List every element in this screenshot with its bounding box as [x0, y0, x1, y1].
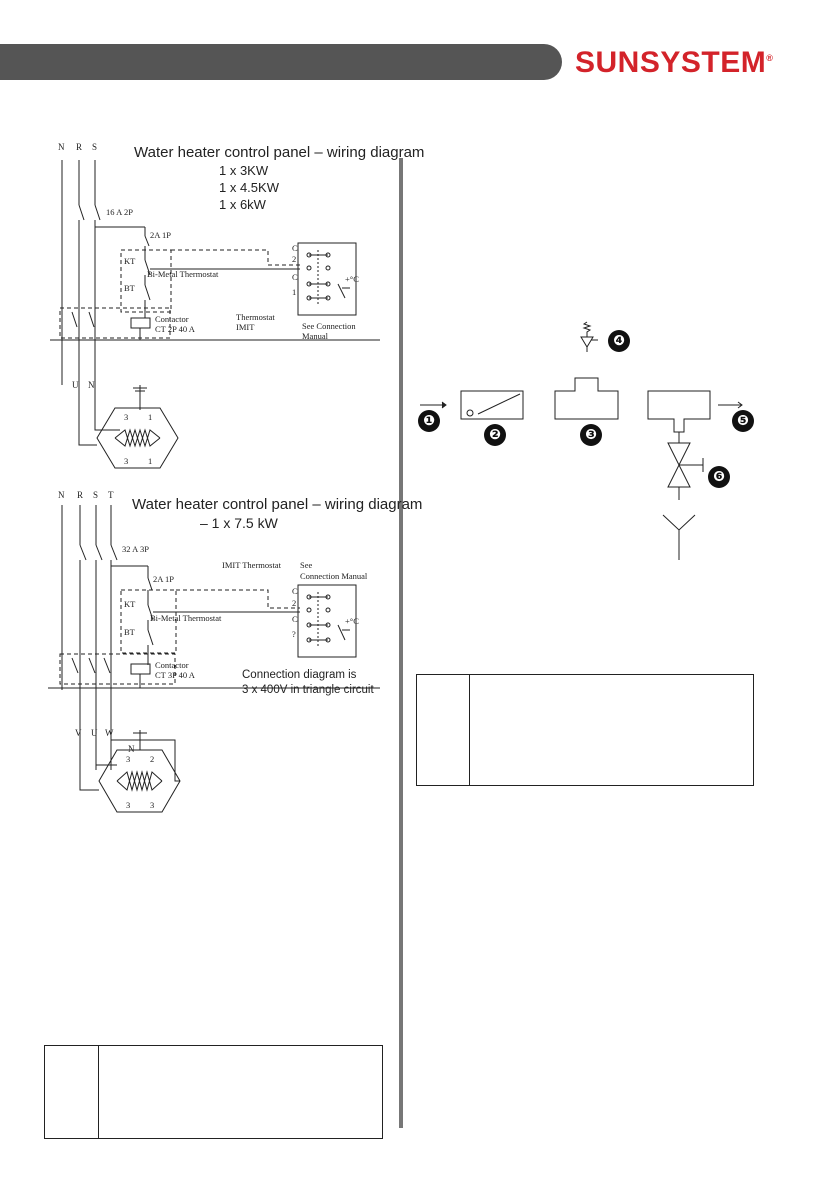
d1-temp-label: +°C — [345, 274, 359, 284]
valve-top — [667, 442, 691, 467]
d2-terminal-s: S — [93, 490, 98, 500]
badge-2: ❷ — [484, 424, 506, 446]
d2-element-pin-2: 2 — [150, 754, 154, 764]
d2-contactor-label-1: Contactor — [155, 660, 189, 670]
diagram1-title: Water heater control panel – wiring diag… — [134, 144, 425, 161]
d1-heating-element — [96, 407, 179, 469]
d1-thermostat-label-2: IMIT — [236, 322, 255, 332]
d1-bt-contact — [144, 284, 151, 301]
d1-output-n: N — [88, 380, 95, 390]
d2-see-label-1: See — [300, 560, 313, 570]
d2-temp-label: +°C — [345, 616, 359, 626]
diagram2-note-2: 3 x 400V in triangle circuit — [242, 684, 374, 696]
d1-bimetal-label: Bi-Metal Thermostat — [147, 269, 219, 279]
d1-terminal-n: N — [58, 142, 65, 152]
d1-terminal-r: R — [76, 142, 82, 152]
d2-bt-label: BT — [124, 627, 136, 637]
d2-element-pin-3: 3 — [126, 800, 130, 810]
d2-pin-1: C — [292, 586, 298, 596]
diagram2-rating: – 1 x 7.5 kW — [200, 515, 278, 531]
brand-logo: SUNSYSTEM® — [575, 46, 773, 80]
d1-thermostat-box — [297, 242, 357, 316]
d1-fuse-switch — [144, 235, 150, 247]
d2-pin-2: 2 — [292, 598, 296, 608]
note-box-right-column — [417, 675, 470, 785]
d2-breaker-label: 32 A 3P — [122, 544, 149, 554]
pipe-component-2 — [460, 390, 524, 420]
d2-output-u: U — [91, 728, 98, 738]
registered-mark: ® — [766, 53, 774, 63]
d1-output-u: U — [72, 380, 79, 390]
d1-terminal-s: S — [92, 142, 97, 152]
d1-fuse-label: 2A 1P — [150, 230, 171, 240]
d2-thermostat-box — [297, 584, 357, 658]
d1-pin-4: 1 — [292, 287, 296, 297]
badge-3: ❸ — [580, 424, 602, 446]
badge-4: ❹ — [608, 330, 630, 352]
d1-contactor-label-1: Contactor — [155, 314, 189, 324]
d2-element-pin-4: 3 — [150, 800, 154, 810]
d1-breaker-label: 16 A 2P — [106, 207, 133, 217]
pipe-component-3 — [554, 377, 619, 420]
d2-neutral-label: N — [128, 744, 135, 754]
d2-terminal-r: R — [77, 490, 83, 500]
d1-pin-2: 2 — [292, 254, 296, 264]
d2-output-v: V — [75, 728, 82, 738]
badge-1: ❶ — [418, 410, 440, 432]
note-box-left-column — [45, 1046, 99, 1138]
valve-bottom — [667, 463, 691, 488]
d1-see-label-1: See Connection — [302, 321, 356, 331]
column-divider — [399, 158, 403, 1128]
d2-see-label-2: Connection Manual — [300, 571, 368, 581]
d2-pin-3: C — [292, 614, 298, 624]
d1-bt-label: BT — [124, 283, 136, 293]
d2-terminal-n: N — [58, 490, 65, 500]
d2-fuse-label: 2A 1P — [153, 574, 174, 584]
d1-breaker-s — [94, 204, 101, 221]
d1-element-pin-3: 3 — [124, 456, 128, 466]
d2-terminal-t: T — [108, 490, 114, 500]
brand-name: SUNSYSTEM — [575, 46, 767, 79]
d1-element-pin-2: 1 — [148, 412, 152, 422]
d2-contactor-label-2: CT 3P 40 A — [155, 670, 196, 680]
d2-output-w: W — [105, 728, 114, 738]
d1-element-pin-4: 1 — [148, 456, 152, 466]
d1-pin-1: C — [292, 243, 298, 253]
d2-imit-label: IMIT Thermostat — [222, 560, 282, 570]
badge-5: ❺ — [732, 410, 754, 432]
d2-kt-label: KT — [124, 599, 136, 609]
diagram1-rating-3: 1 x 6kW — [219, 197, 266, 212]
d1-contactor-label-2: CT 2P 40 A — [155, 324, 196, 334]
diagram1-rating-2: 1 x 4.5KW — [219, 180, 279, 195]
d1-bimetal-box — [120, 249, 172, 313]
d1-kt-label: KT — [124, 256, 136, 266]
d1-contactor-coil — [130, 317, 151, 329]
pipe-component-5 — [647, 390, 711, 433]
d1-thermostat-label-1: Thermostat — [236, 312, 275, 322]
d1-see-label-2: Manual — [302, 331, 329, 341]
d2-element-pin-1: 3 — [126, 754, 130, 764]
badge-6: ❻ — [708, 466, 730, 488]
note-box-right — [416, 674, 754, 786]
d1-pin-3: C — [292, 272, 298, 282]
safety-valve — [580, 336, 594, 348]
diagram1-rating-1: 1 x 3KW — [219, 163, 269, 178]
d1-element-pin-1: 3 — [124, 412, 128, 422]
diagram2-note-1: Connection diagram is — [242, 669, 357, 681]
d1-breaker-r — [78, 204, 85, 221]
d2-bimetal-label: Bi-Metal Thermostat — [150, 613, 222, 623]
diagram2-title: Water heater control panel – wiring diag… — [132, 496, 423, 513]
d1-kt-contact — [144, 259, 151, 276]
note-box-left — [44, 1045, 383, 1139]
header-bar — [0, 44, 562, 80]
d2-pin-4: ? — [292, 629, 296, 639]
